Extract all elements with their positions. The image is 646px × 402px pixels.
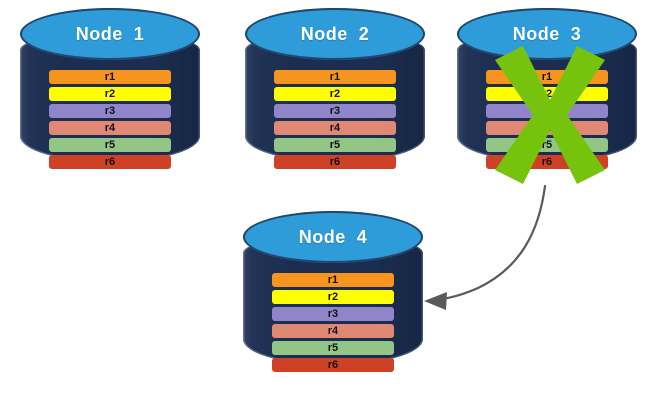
row-bar-r1[interactable]: r1	[273, 70, 397, 84]
row-bar-r5[interactable]: r5	[271, 341, 395, 355]
row-bar-r3[interactable]: r3	[271, 307, 395, 321]
cylinder-top-ellipse	[243, 211, 423, 263]
node-3-title: Node 3	[512, 23, 582, 44]
row-bar-r4[interactable]: r4	[273, 121, 397, 135]
row-bar-r1[interactable]: r1	[485, 70, 609, 84]
node-3-rows: r1 r2 r3 r4 r5 r6	[457, 70, 637, 169]
row-bar-r1[interactable]: r1	[48, 70, 172, 84]
node-4-rows: r1 r2 r3 r4 r5 r6	[243, 273, 423, 372]
row-bar-r6[interactable]: r6	[273, 155, 397, 169]
row-bar-r4[interactable]: r4	[48, 121, 172, 135]
row-bar-r2[interactable]: r2	[273, 87, 397, 101]
node-1-rows: r1 r2 r3 r4 r5 r6	[20, 70, 200, 169]
cylinder-top-ellipse	[20, 8, 200, 60]
cylinder-top-ellipse	[245, 8, 425, 60]
node-3[interactable]: Node 3 r1 r2 r3 r4 r5 r6	[457, 8, 637, 188]
row-bar-r2[interactable]: r2	[48, 87, 172, 101]
row-bar-r4[interactable]: r4	[271, 324, 395, 338]
arrowhead-icon	[424, 292, 447, 310]
row-bar-r3[interactable]: r3	[485, 104, 609, 118]
node-4[interactable]: Node 4 r1 r2 r3 r4 r5 r6	[243, 211, 423, 391]
row-bar-r2[interactable]: r2	[485, 87, 609, 101]
row-bar-r5[interactable]: r5	[48, 138, 172, 152]
row-bar-r3[interactable]: r3	[273, 104, 397, 118]
row-bar-r2[interactable]: r2	[271, 290, 395, 304]
node-2-title: Node 2	[300, 23, 370, 44]
row-bar-r6[interactable]: r6	[485, 155, 609, 169]
row-bar-r4[interactable]: r4	[485, 121, 609, 135]
node-1-title: Node 1	[75, 23, 145, 44]
node-4-title: Node 4	[298, 226, 368, 247]
row-bar-r1[interactable]: r1	[271, 273, 395, 287]
node-1[interactable]: Node 1 r1 r2 r3 r4 r5 r6	[20, 8, 200, 188]
node-2[interactable]: Node 2 r1 r2 r3 r4 r5 r6	[245, 8, 425, 188]
row-bar-r3[interactable]: r3	[48, 104, 172, 118]
row-bar-r5[interactable]: r5	[273, 138, 397, 152]
row-bar-r5[interactable]: r5	[485, 138, 609, 152]
row-bar-r6[interactable]: r6	[48, 155, 172, 169]
row-bar-r6[interactable]: r6	[271, 358, 395, 372]
node-2-rows: r1 r2 r3 r4 r5 r6	[245, 70, 425, 169]
